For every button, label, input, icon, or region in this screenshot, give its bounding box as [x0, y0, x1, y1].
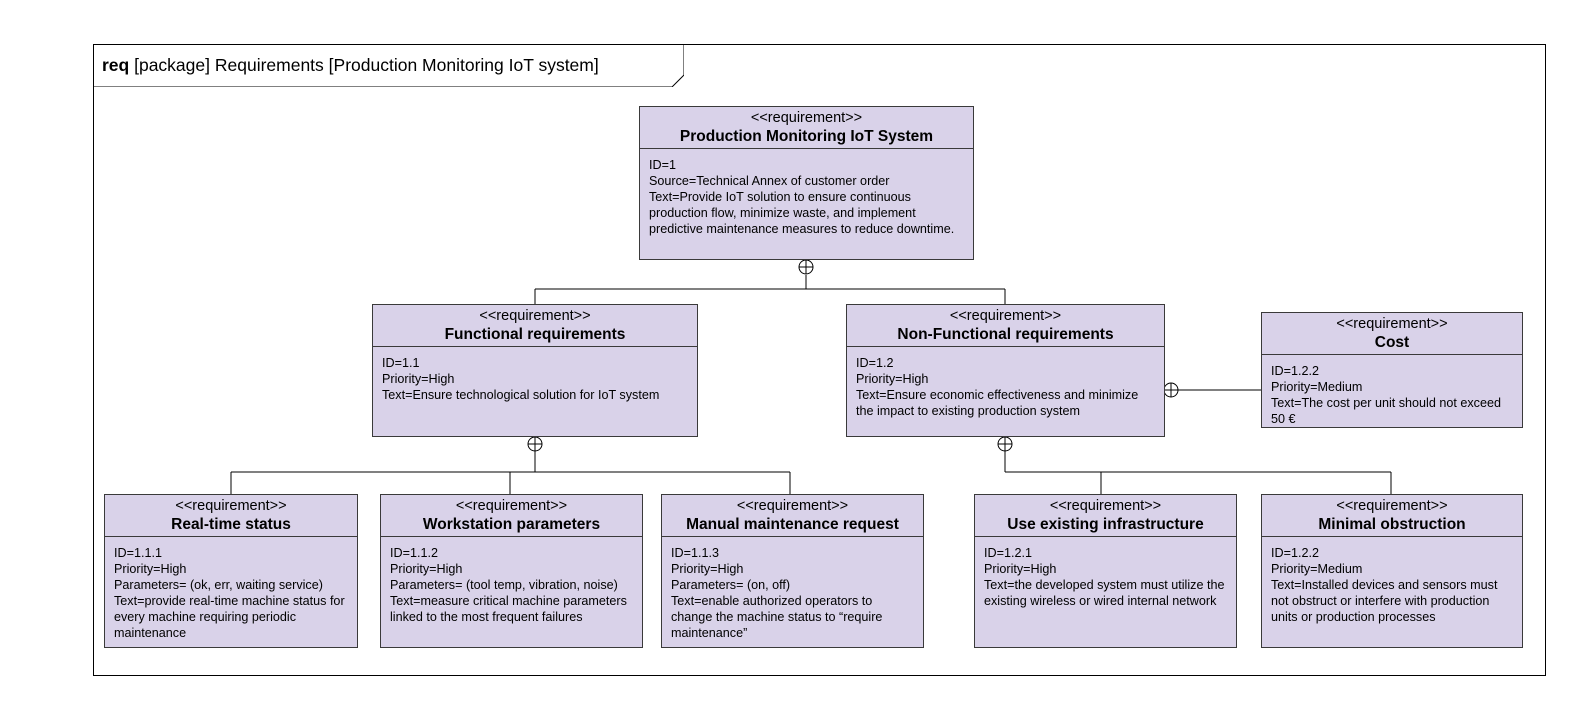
requirement-header: <<requirement>> Use existing infrastruct…: [975, 495, 1236, 537]
requirement-property: ID=1.2.1: [984, 546, 1032, 560]
requirement-name: Manual maintenance request: [686, 516, 899, 533]
requirement-properties: ID=1 Source=Technical Annex of customer …: [640, 149, 973, 237]
requirement-name: Functional requirements: [444, 326, 626, 343]
requirement-header: <<requirement>> Functional requirements: [373, 305, 697, 347]
requirement-header: <<requirement>> Manual maintenance reque…: [662, 495, 923, 537]
frame-keyword: req: [102, 55, 130, 75]
requirement-property: Text=The cost per unit should not exceed…: [1271, 396, 1501, 426]
requirement-property: Text=Installed devices and sensors must …: [1271, 578, 1498, 624]
requirement-property: ID=1.1.1: [114, 546, 162, 560]
containment-link-nonfunctional: [1004, 451, 1392, 494]
requirement-stereotype: <<requirement>>: [175, 498, 287, 514]
requirement-name: Workstation parameters: [422, 516, 601, 533]
containment-circle-icon: [997, 436, 1013, 452]
requirement-properties: ID=1.1.1 Priority=High Parameters= (ok, …: [105, 537, 357, 641]
requirement-property: Priority=High: [114, 562, 187, 576]
requirement-block-non-functional-requirements[interactable]: <<requirement>> Non-Functional requireme…: [846, 304, 1165, 437]
requirement-property: Priority=High: [984, 562, 1057, 576]
requirement-property: Priority=High: [671, 562, 744, 576]
requirement-properties: ID=1.2.1 Priority=High Text=the develope…: [975, 537, 1236, 609]
requirement-name: Production Monitoring IoT System: [679, 128, 934, 145]
requirement-name: Real-time status: [171, 516, 291, 533]
requirement-block-cost[interactable]: <<requirement>> Cost ID=1.2.2 Priority=M…: [1261, 312, 1523, 428]
requirement-header: <<requirement>> Non-Functional requireme…: [847, 305, 1164, 347]
frame-name-tab: [94, 45, 684, 87]
requirement-stereotype: <<requirement>>: [455, 498, 568, 514]
requirement-name: Minimal obstruction: [1318, 516, 1466, 533]
requirement-property: ID=1.2.2: [1271, 364, 1319, 378]
requirement-block-production-monitoring-iot-system[interactable]: <<requirement>> Production Monitoring Io…: [639, 106, 974, 260]
requirement-stereotype: <<requirement>>: [1049, 498, 1162, 514]
requirement-header: <<requirement>> Production Monitoring Io…: [640, 107, 973, 149]
requirement-header: <<requirement>> Cost: [1262, 313, 1522, 355]
requirement-properties: ID=1.2 Priority=High Text=Ensure economi…: [847, 347, 1164, 419]
requirement-stereotype: <<requirement>>: [479, 308, 591, 324]
requirement-stereotype: <<requirement>>: [949, 308, 1062, 324]
requirement-stereotype: <<requirement>>: [1336, 316, 1448, 332]
containment-link-root: [534, 275, 1006, 305]
requirement-stereotype: <<requirement>>: [1336, 498, 1448, 514]
requirement-property: Priority=High: [382, 372, 455, 386]
requirement-name: Cost: [1374, 334, 1410, 351]
requirement-property: Text=Provide IoT solution to ensure cont…: [649, 190, 955, 236]
requirement-property: ID=1.1: [382, 356, 420, 370]
requirement-block-functional-requirements[interactable]: <<requirement>> Functional requirements …: [372, 304, 698, 437]
requirement-property: Text=the developed system must utilize t…: [984, 578, 1225, 608]
requirement-property: Priority=Medium: [1271, 562, 1363, 576]
requirement-property: ID=1: [649, 158, 676, 172]
requirement-properties: ID=1.1 Priority=High Text=Ensure technol…: [373, 347, 697, 403]
containment-circle-icon: [1163, 382, 1179, 398]
requirement-block-use-existing-infrastructure[interactable]: <<requirement>> Use existing infrastruct…: [974, 494, 1237, 648]
requirement-property: ID=1.1.2: [390, 546, 438, 560]
requirement-block-workstation-parameters[interactable]: <<requirement>> Workstation parameters I…: [380, 494, 643, 648]
requirement-property: Parameters= (tool temp, vibration, noise…: [390, 578, 618, 592]
diagram-frame: [93, 44, 1546, 676]
requirement-properties: ID=1.2.2 Priority=Medium Text=Installed …: [1262, 537, 1522, 625]
requirement-property: ID=1.2.2: [1271, 546, 1319, 560]
requirement-property: Text=enable authorized operators to chan…: [671, 594, 883, 640]
requirement-properties: ID=1.1.3 Priority=High Parameters= (on, …: [662, 537, 923, 641]
containment-circle-icon: [527, 436, 543, 452]
requirement-properties: ID=1.2.2 Priority=Medium Text=The cost p…: [1262, 355, 1522, 427]
requirement-name: Use existing infrastructure: [1007, 516, 1204, 533]
requirement-property: Parameters= (ok, err, waiting service): [114, 578, 323, 592]
requirement-header: <<requirement>> Workstation parameters: [381, 495, 642, 537]
frame-title: req [package] Requirements [Production M…: [102, 55, 599, 76]
requirement-stereotype: <<requirement>>: [750, 110, 863, 126]
requirement-property: Priority=Medium: [1271, 380, 1363, 394]
requirement-property: ID=1.1.3: [671, 546, 719, 560]
requirement-property: Text=Ensure economic effectiveness and m…: [856, 388, 1139, 418]
requirement-property: ID=1.2: [856, 356, 894, 370]
containment-circle-icon: [798, 259, 814, 275]
containment-link-functional: [230, 451, 791, 494]
requirement-property: Priority=High: [390, 562, 463, 576]
requirement-property: Text=measure critical machine parameters…: [390, 594, 627, 624]
requirement-property: Text=Ensure technological solution for I…: [382, 388, 660, 402]
requirement-block-manual-maintenance-request[interactable]: <<requirement>> Manual maintenance reque…: [661, 494, 924, 648]
requirement-properties: ID=1.1.2 Priority=High Parameters= (tool…: [381, 537, 642, 625]
requirement-header: <<requirement>> Minimal obstruction: [1262, 495, 1522, 537]
requirement-header: <<requirement>> Real-time status: [105, 495, 357, 537]
requirement-block-minimal-obstruction[interactable]: <<requirement>> Minimal obstruction ID=1…: [1261, 494, 1523, 648]
requirement-property: Parameters= (on, off): [671, 578, 791, 592]
requirement-block-real-time-status[interactable]: <<requirement>> Real-time status ID=1.1.…: [104, 494, 358, 648]
requirement-property: Priority=High: [856, 372, 929, 386]
requirement-name: Non-Functional requirements: [897, 326, 1114, 343]
requirement-property: Text=provide real-time machine status fo…: [114, 594, 345, 640]
frame-title-text: [package] Requirements [Production Monit…: [134, 55, 599, 75]
requirement-stereotype: <<requirement>>: [736, 498, 849, 514]
requirement-property: Source=Technical Annex of customer order: [649, 174, 890, 188]
